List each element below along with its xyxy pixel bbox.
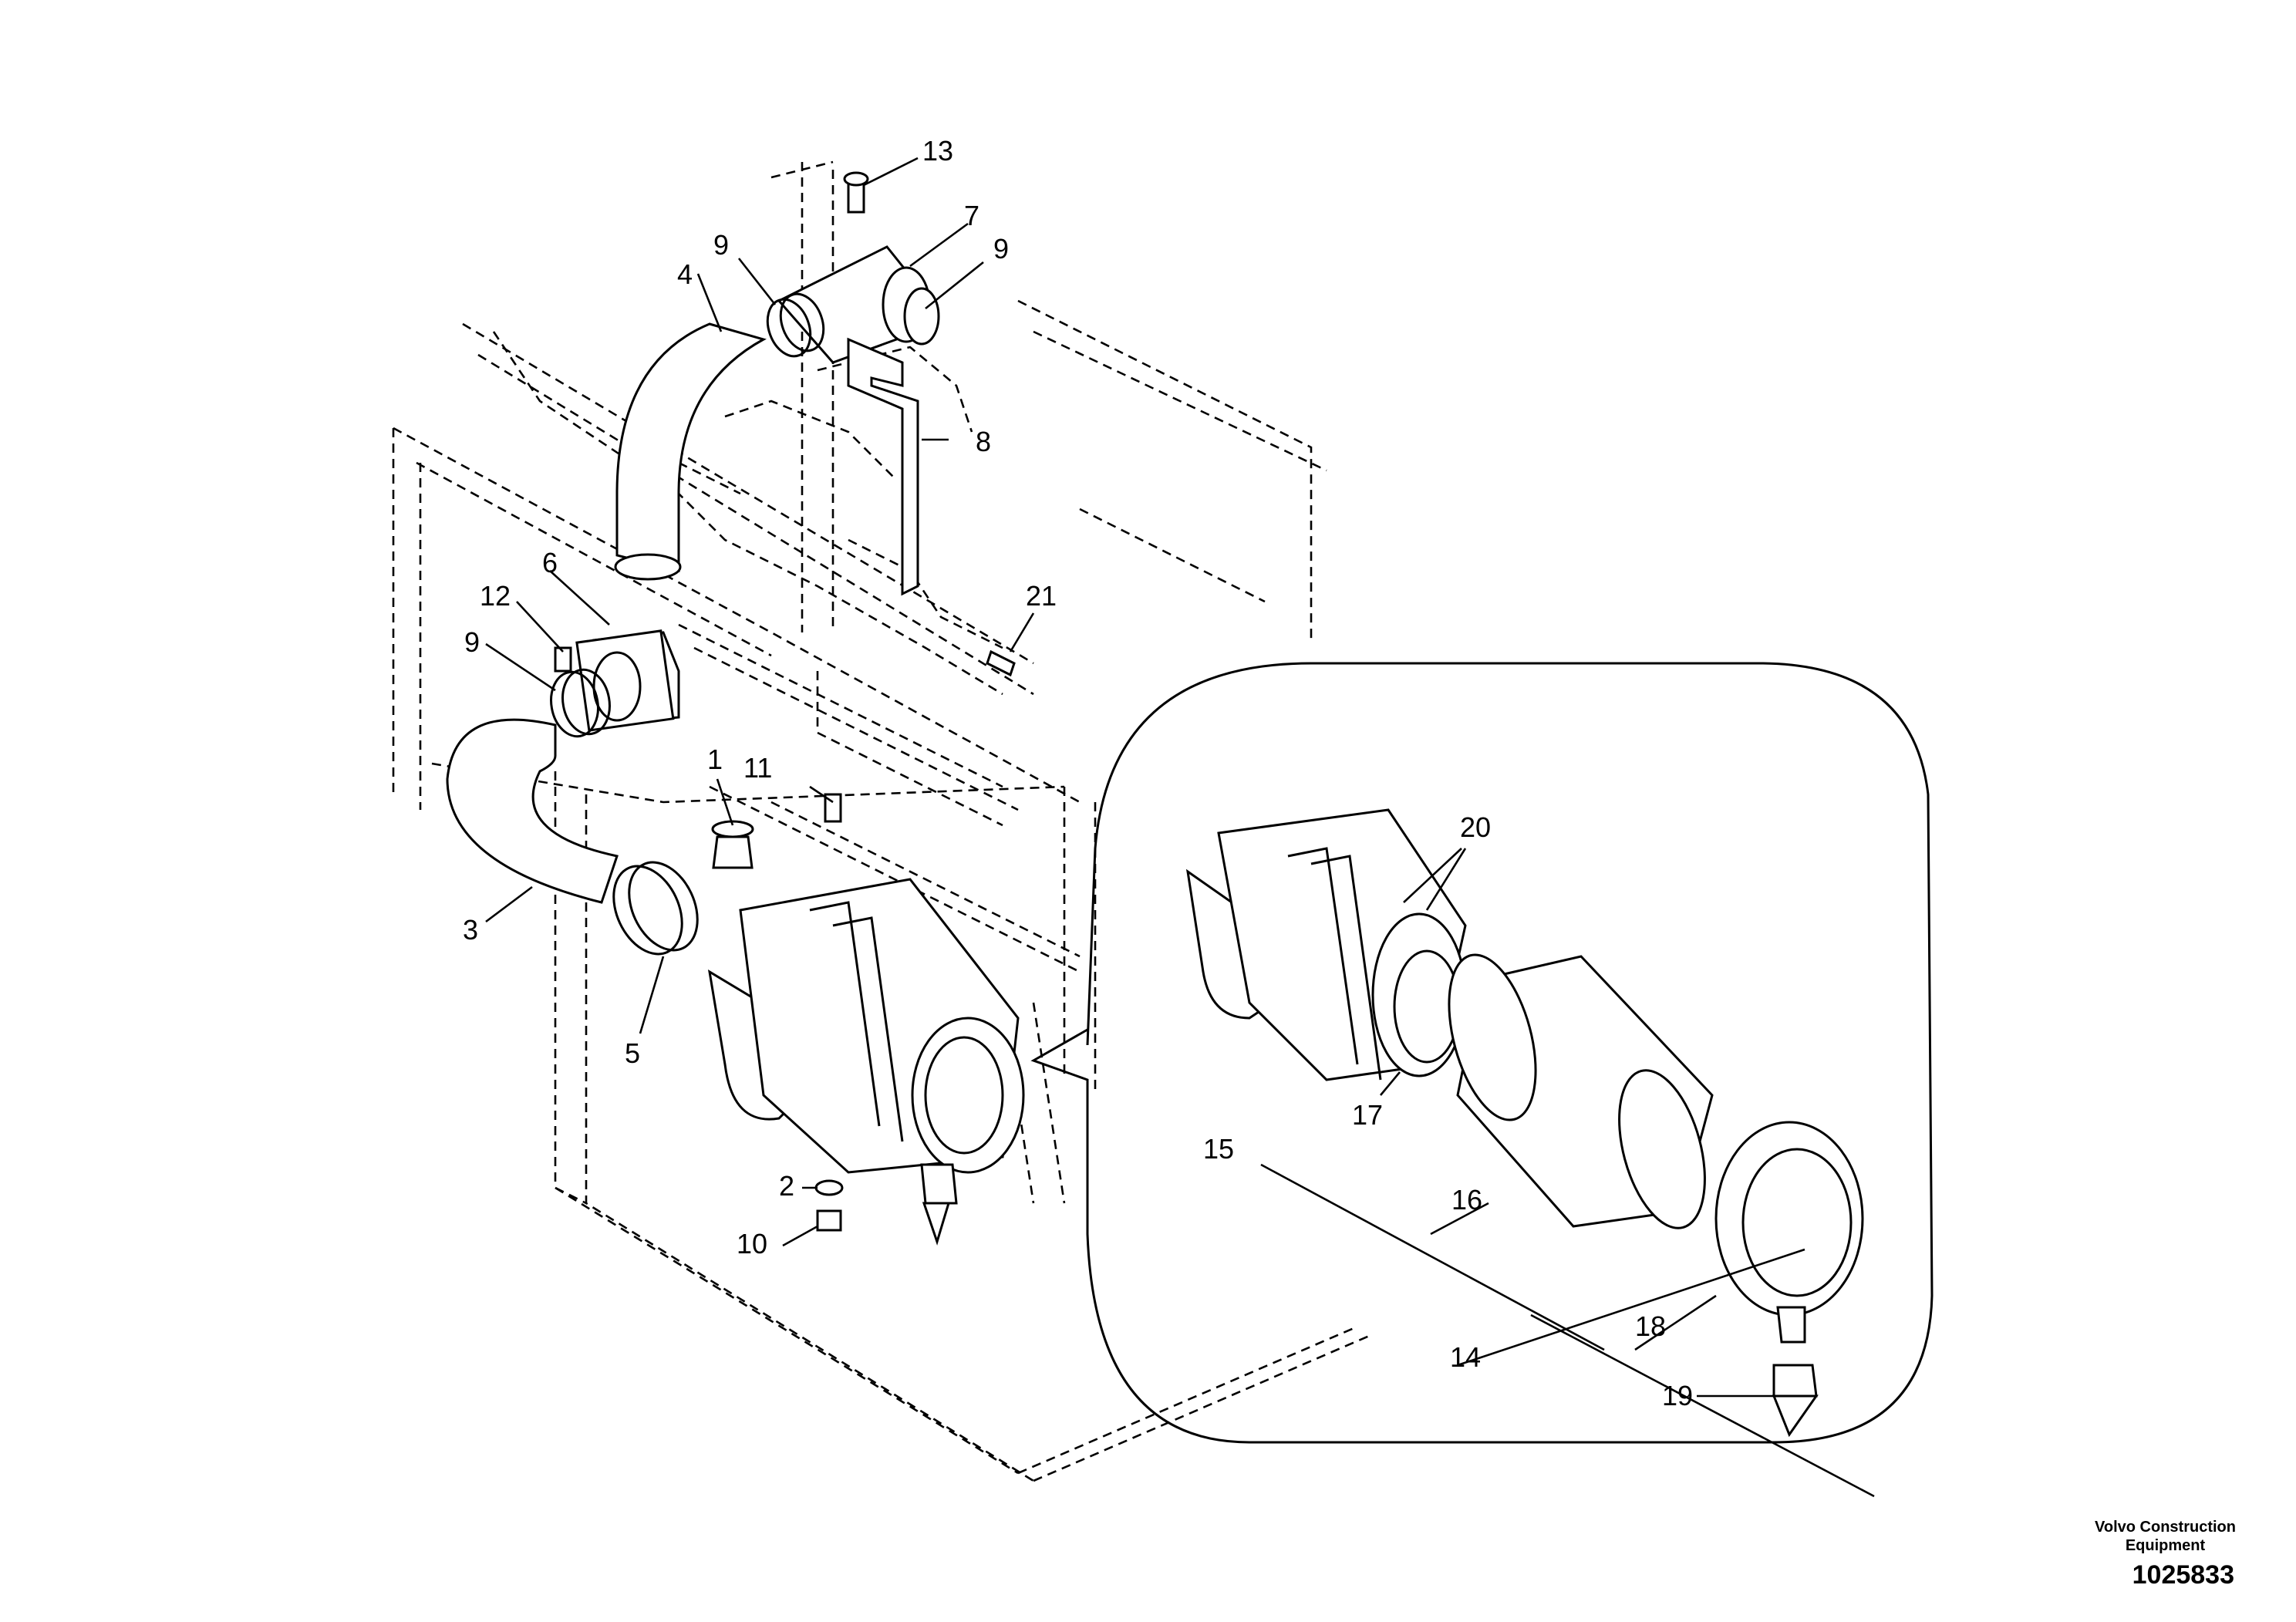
part-1-valve <box>711 820 754 869</box>
callout-19: 19 <box>1662 1380 1693 1411</box>
callout-3: 3 <box>463 914 478 946</box>
document-number: 1025833 <box>2132 1560 2234 1590</box>
part-4-upper-hose <box>614 322 767 581</box>
part-7-upper-pipe <box>777 245 940 364</box>
callout-13: 13 <box>922 135 953 167</box>
callout-11: 11 <box>743 752 772 784</box>
callout-9-upper-right: 9 <box>993 233 1009 265</box>
callout-9-middle: 9 <box>464 626 480 658</box>
part-21-bolt <box>986 649 1016 677</box>
detail-bubble <box>1030 662 1934 1444</box>
callout-20: 20 <box>1460 811 1491 843</box>
air-filter-assembly <box>707 878 1025 1246</box>
callout-12: 12 <box>480 580 511 612</box>
callout-15: 15 <box>1203 1133 1234 1165</box>
part-13-bolt <box>843 171 869 214</box>
callout-17: 17 <box>1352 1099 1383 1131</box>
part-8-bracket <box>847 337 919 596</box>
dust-valve <box>1772 1364 1819 1438</box>
callout-21: 21 <box>1026 580 1057 612</box>
part-5-inlet-clamp <box>612 861 699 956</box>
callout-8: 8 <box>976 426 991 457</box>
callout-2: 2 <box>779 1170 794 1202</box>
callout-16: 16 <box>1451 1184 1482 1216</box>
part-10-nut <box>816 1209 842 1232</box>
company-name-line1: Volvo Construction <box>2095 1519 2236 1536</box>
filter-cover <box>1714 1121 1864 1344</box>
filter-element <box>1448 953 1714 1229</box>
exploded-housing <box>1185 808 1467 1081</box>
part-3-lower-hose <box>446 718 619 904</box>
company-name-line2: Equipment <box>2125 1537 2206 1554</box>
callout-7: 7 <box>964 200 979 231</box>
leader-lines <box>485 157 1875 1498</box>
callout-14: 14 <box>1450 1341 1481 1373</box>
part-2-washer <box>814 1179 844 1196</box>
company-branding: Volvo Construction Equipment <box>2095 1518 2236 1555</box>
part-6-flange-adapter <box>575 629 680 732</box>
callout-4: 4 <box>677 258 693 290</box>
callout-18: 18 <box>1635 1310 1666 1342</box>
callout-labels: 13 7 9 9 4 8 6 12 9 21 1 11 3 5 2 10 20 … <box>463 135 1693 1411</box>
part-11-bolt <box>824 793 842 823</box>
callout-9-upper-left: 9 <box>713 229 729 261</box>
part-9-clamp-upper <box>766 292 825 358</box>
callout-10: 10 <box>737 1228 767 1259</box>
part-12-bolt <box>554 646 572 673</box>
callout-6: 6 <box>542 547 558 578</box>
callout-1: 1 <box>707 744 723 775</box>
callout-5: 5 <box>625 1037 640 1069</box>
part-9-clamp-middle <box>550 668 611 738</box>
